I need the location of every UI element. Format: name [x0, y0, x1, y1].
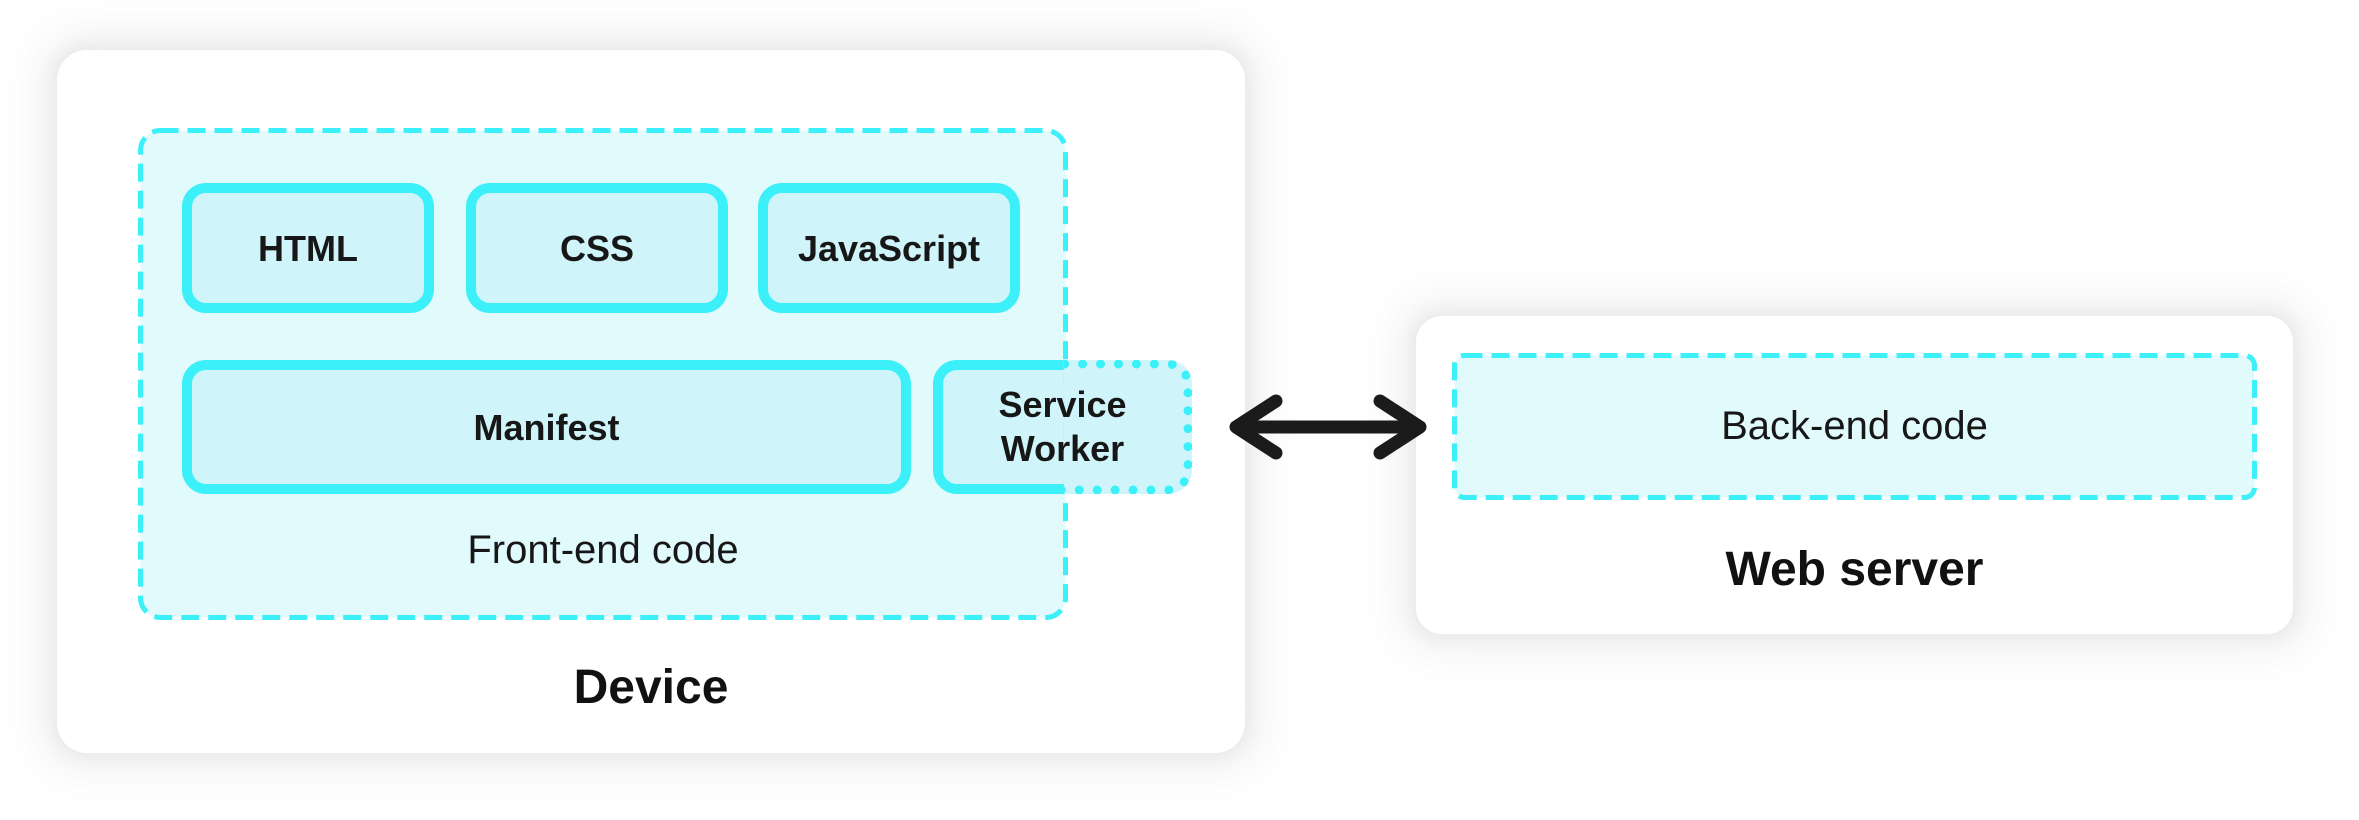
javascript-node-label: JavaScript [797, 227, 981, 269]
css-node: CSS [466, 183, 728, 313]
manifest-node: Manifest [182, 360, 911, 494]
device-title: Device [573, 661, 729, 714]
html-node-label: HTML [258, 227, 358, 269]
html-node: HTML [182, 183, 434, 313]
service-worker-solid-border [933, 360, 1064, 494]
service-worker-node: Service Worker [933, 360, 1192, 494]
frontend-group-label: Front-end code [467, 528, 739, 572]
manifest-node-label: Manifest [473, 406, 620, 448]
web-server-title: Web server [1725, 543, 1984, 596]
javascript-node: JavaScript [758, 183, 1020, 313]
service-worker-label: Service Worker [998, 384, 1127, 469]
backend-group-label: Back-end code [1721, 404, 1988, 448]
backend-group-outline [1452, 353, 2257, 500]
service-worker-dotted-border [1063, 360, 1192, 494]
bidirectional-arrow-icon [1229, 394, 1427, 460]
css-node-label: CSS [559, 227, 635, 269]
